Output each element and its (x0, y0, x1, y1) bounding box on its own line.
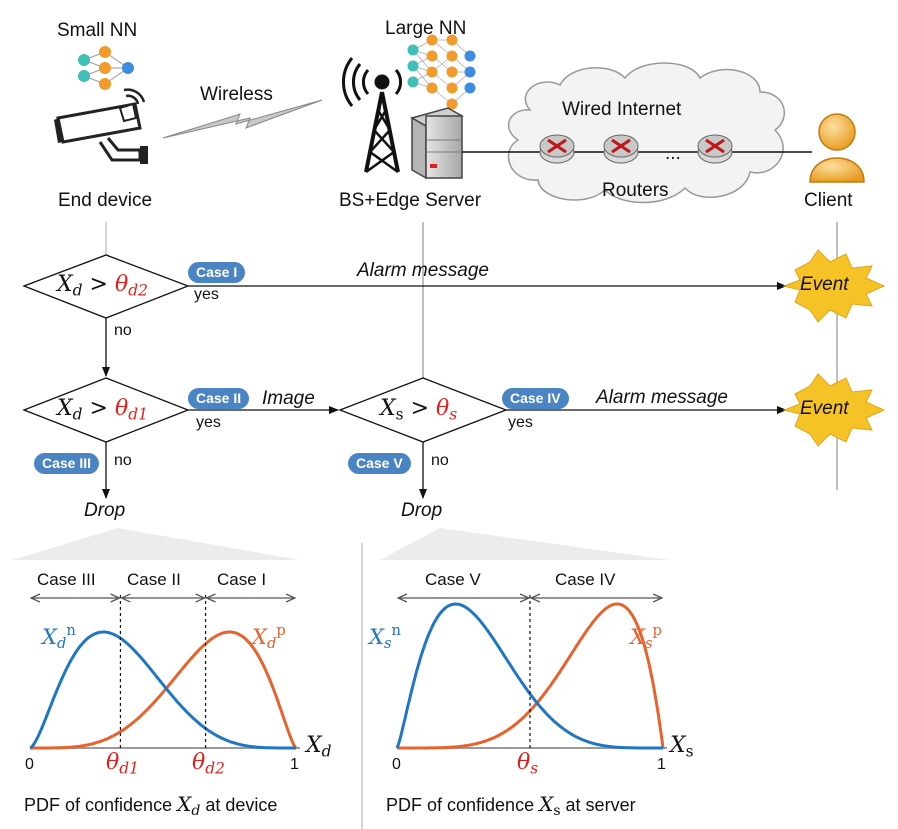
image-label: Image (262, 388, 315, 409)
yes-label: yes (196, 414, 221, 431)
x-axis-min-left: 0 (25, 756, 34, 773)
wireless-label: Wireless (200, 84, 273, 105)
small-nn-icon (78, 46, 134, 90)
no-label: no (431, 452, 449, 469)
router-icon (603, 134, 639, 164)
yes-label: yes (194, 286, 219, 303)
router-ellipsis: ... (665, 143, 681, 164)
client-user-icon (809, 113, 865, 183)
internet-cloud-icon (507, 62, 785, 204)
threshold-d1-label: θd1 (106, 750, 139, 778)
drop-label: Drop (84, 500, 126, 521)
case-pill-4: Case IV (502, 388, 569, 409)
camera-icon (54, 88, 148, 164)
zoom-wedge-left (12, 528, 300, 560)
drop-label: Drop (401, 500, 443, 521)
zoom-wedge-right (380, 528, 670, 560)
threshold-s-label: θs (517, 750, 539, 778)
plot-case-label: Case II (127, 570, 181, 589)
small-nn-label: Small NN (57, 20, 138, 41)
case-pill-5: Case V (348, 453, 411, 474)
event-label: Event (800, 274, 849, 295)
curve-label-neg-device: Xdn (42, 622, 76, 653)
curve-label-neg-server: Xsn (369, 622, 401, 653)
bs-edge-server-label: BS+Edge Server (339, 190, 482, 211)
condition-s: Xs > θs (380, 396, 458, 424)
x-axis-label-left: Xd (306, 733, 332, 761)
x-axis-min-right: 0 (392, 756, 401, 773)
wireless-link-icon (162, 99, 323, 139)
x-axis-max-left: 1 (290, 756, 299, 773)
edge-server-icon (410, 107, 464, 180)
large-nn-label: Large NN (385, 18, 467, 39)
plot-case-label: Case III (37, 570, 96, 589)
negative-pdf-curve (29, 630, 296, 750)
client-label: Client (804, 190, 853, 211)
left-pdf-plot (29, 592, 300, 750)
wired-internet-label: Wired Internet (562, 99, 682, 120)
large-nn-icon (407, 34, 476, 110)
event-burst (782, 373, 886, 447)
alarm-message-label: Alarm message (596, 387, 728, 408)
case-pill-2: Case II (188, 388, 250, 409)
curve-label-pos-server: Xsp (630, 622, 662, 653)
case-pill-3: Case III (34, 453, 100, 474)
plot-case-label: Case I (217, 570, 267, 589)
event-label: Event (800, 398, 849, 419)
right-pdf-plot (395, 592, 667, 750)
router-icon (697, 134, 733, 164)
x-axis-max-right: 1 (657, 756, 666, 773)
no-label: no (114, 452, 132, 469)
event-burst (782, 249, 886, 323)
condition-d1: Xd > θd1 (57, 396, 148, 424)
case-pill-1: Case I (188, 262, 246, 283)
routers-label: Routers (602, 180, 669, 201)
alarm-message-label: Alarm message (357, 260, 489, 281)
yes-label: yes (508, 414, 533, 431)
router-icon (539, 134, 575, 164)
curve-label-pos-device: Xdp (252, 622, 286, 653)
threshold-d2-label: θd2 (192, 750, 225, 778)
caption-server: PDF of confidence Xs at server (386, 792, 636, 820)
x-axis-label-right: Xs (670, 733, 694, 761)
condition-d2: Xd > θd2 (57, 272, 148, 300)
caption-device: PDF of confidence Xd at device (24, 792, 278, 820)
end-device-label: End device (58, 190, 153, 211)
plot-case-label: Case V (425, 570, 481, 589)
base-station-tower-icon (342, 57, 403, 174)
plot-case-label: Case IV (555, 570, 616, 589)
no-label: no (114, 322, 132, 339)
positive-pdf-curve (30, 630, 298, 750)
